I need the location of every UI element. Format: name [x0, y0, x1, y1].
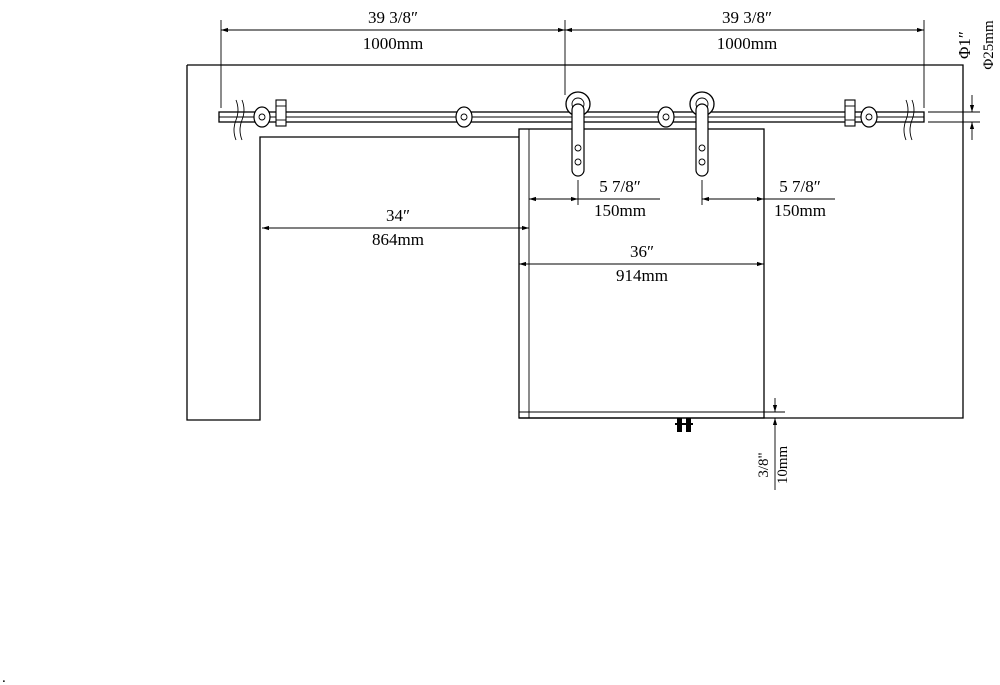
rail-stopper-right — [844, 99, 856, 127]
svg-text:5 7/8″: 5 7/8″ — [599, 177, 641, 196]
svg-text:1000mm: 1000mm — [717, 34, 777, 53]
dim-hanger-right: 5 7/8″ 150mm — [701, 177, 835, 220]
hanger-left — [565, 91, 591, 177]
svg-text:Φ25mm: Φ25mm — [981, 20, 997, 70]
dim-opening-width: 34″ 864mm — [262, 206, 529, 249]
wall-bracket-3 — [657, 106, 675, 128]
svg-text:36″: 36″ — [630, 242, 654, 261]
dim-top-left: 39 3/8″ 1000mm — [220, 8, 566, 108]
svg-text:1000mm: 1000mm — [363, 34, 423, 53]
svg-text:39 3/8″: 39 3/8″ — [722, 8, 772, 27]
svg-text:Φ1″: Φ1″ — [955, 31, 974, 59]
svg-text:10mm: 10mm — [775, 446, 791, 485]
dim-door-width: 36″ 914mm — [519, 242, 764, 285]
wall-bracket-2 — [455, 106, 473, 128]
svg-text:150mm: 150mm — [774, 201, 826, 220]
hanger-right — [689, 91, 715, 177]
svg-text:3/8": 3/8" — [756, 452, 772, 477]
dim-floor-clearance: 3/8" 10mm — [756, 398, 791, 490]
svg-text:914mm: 914mm — [616, 266, 668, 285]
corner-mark: . — [2, 670, 6, 685]
rail-stopper-left — [275, 99, 287, 127]
dim-rail-diameter: Φ1″ Φ25mm — [928, 20, 997, 140]
dim-hanger-left: 5 7/8″ 150mm — [529, 177, 660, 220]
wall-brackets — [253, 106, 878, 128]
floor-guide — [675, 418, 693, 432]
dim-top-right: 39 3/8″ 1000mm — [565, 8, 925, 108]
door-panel — [518, 128, 765, 419]
wall-bracket-4 — [860, 106, 878, 128]
wall-bracket-1 — [253, 106, 271, 128]
svg-text:150mm: 150mm — [594, 201, 646, 220]
svg-text:34″: 34″ — [386, 206, 410, 225]
svg-text:39 3/8″: 39 3/8″ — [368, 8, 418, 27]
svg-text:5 7/8″: 5 7/8″ — [779, 177, 821, 196]
svg-text:864mm: 864mm — [372, 230, 424, 249]
